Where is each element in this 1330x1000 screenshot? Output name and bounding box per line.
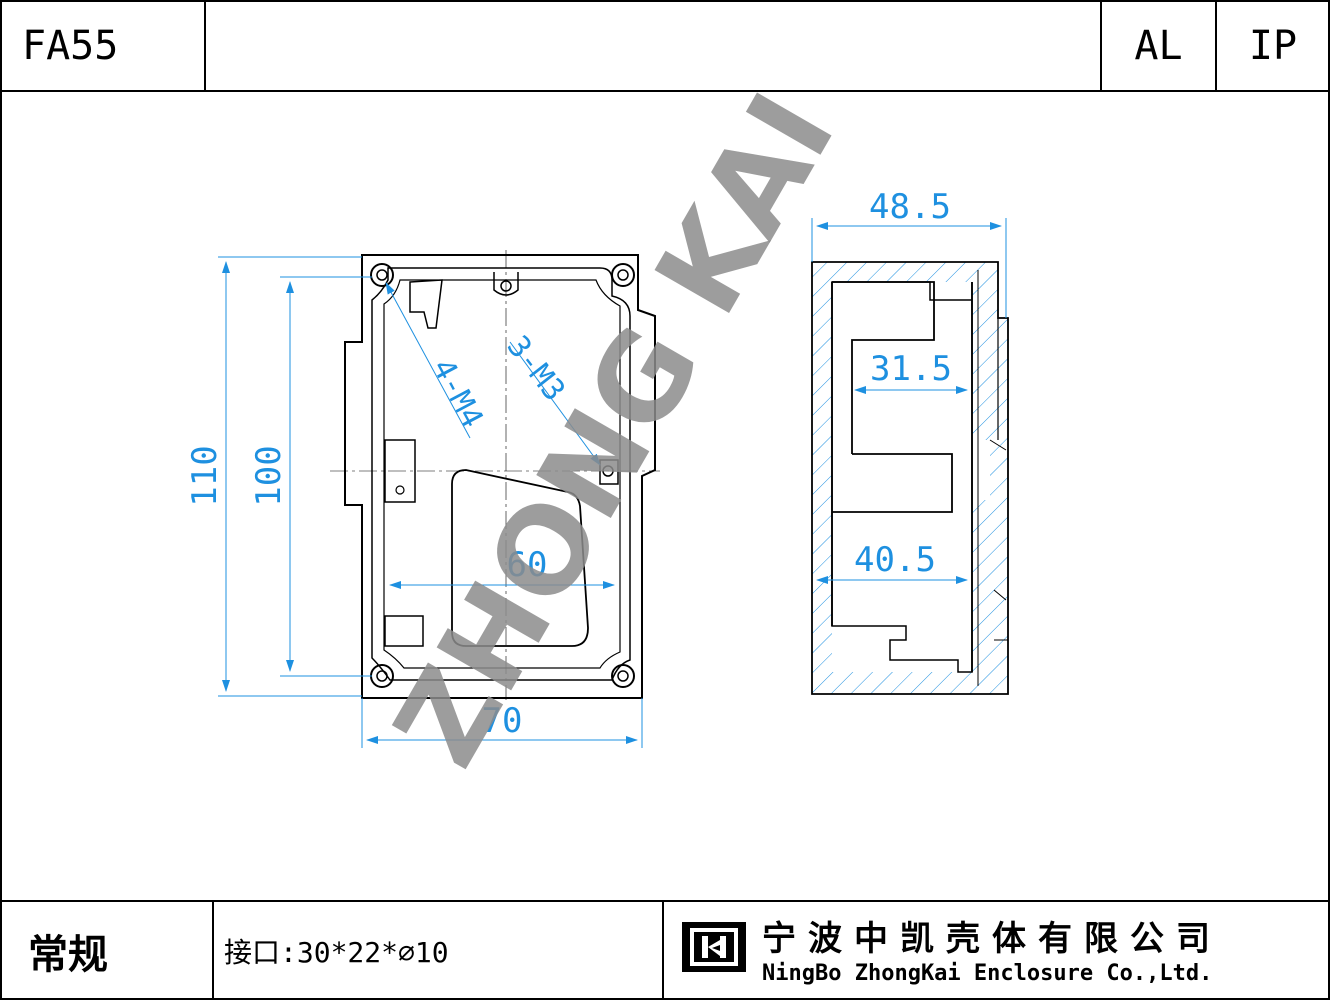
side-dimensions xyxy=(811,218,1007,584)
dim-100: 100 xyxy=(249,445,289,506)
company-name-en: NingBo ZhongKai Enclosure Co.,Ltd. xyxy=(762,960,1213,986)
dim-60: 60 xyxy=(507,545,548,585)
ip-rating: IP xyxy=(1248,22,1298,69)
company-name-cn: 宁波中凯壳体有限公司 xyxy=(762,918,1222,959)
dim-110: 110 xyxy=(185,445,225,506)
dim-31-5: 31.5 xyxy=(870,349,952,389)
material-code: AL xyxy=(1134,22,1183,69)
port-spec: 接口:30*22*⌀10 xyxy=(224,935,449,969)
enclosure-type: 常规 xyxy=(28,931,108,978)
dim-40-5: 40.5 xyxy=(854,540,936,580)
front-dimensions xyxy=(218,256,643,748)
dim-48-5: 48.5 xyxy=(869,187,951,227)
model-number: FA55 xyxy=(22,22,119,69)
dim-70: 70 xyxy=(482,701,523,741)
side-section-view xyxy=(811,261,1009,695)
company-logo xyxy=(682,922,746,972)
label-4-m4: 4-M4 xyxy=(425,353,490,433)
watermark: ZHONG KAI xyxy=(368,71,862,788)
